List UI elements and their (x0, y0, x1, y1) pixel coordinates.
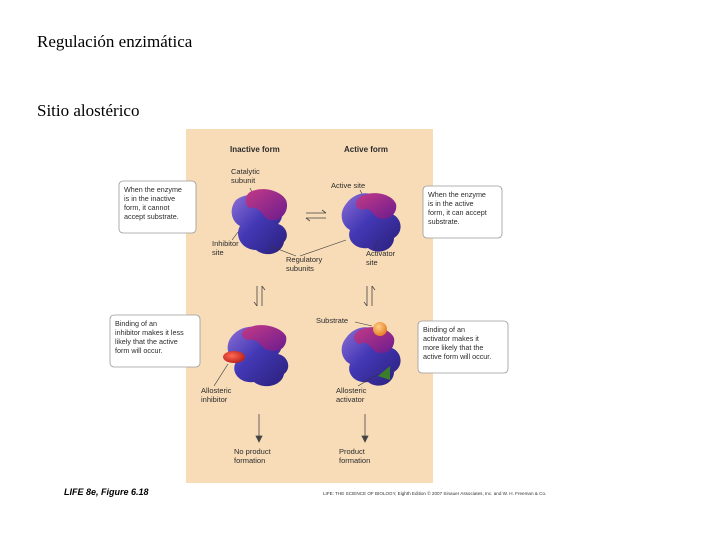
callout-active: When the enzyme is in the active form, i… (422, 185, 503, 239)
label-inhibitor-site: Inhibitor site (212, 239, 241, 257)
label-product: Product formation (339, 447, 370, 465)
callout-inhibitor: Binding of an inhibitor makes it less li… (109, 314, 201, 368)
substrate-molecule (373, 322, 387, 336)
svg-text:When the enzyme is in th: When the enzyme is in the active form, i… (428, 190, 489, 226)
figure-caption: LIFE 8e, Figure 6.18 (64, 487, 149, 497)
label-allosteric-inhibitor: Allosteric inhibitor (201, 386, 234, 404)
equilibrium-arrows-icon (253, 285, 376, 307)
svg-text:Binding of an activator: Binding of an activator makes it more li… (423, 325, 491, 361)
label-no-product: No product formation (234, 447, 273, 465)
allosteric-inhibitor-molecule (223, 351, 245, 363)
enzyme-inactive-top (231, 189, 288, 255)
label-activator-site: Activator site (366, 249, 397, 267)
enzyme-inhibited (227, 325, 289, 387)
equilibrium-arrows-icon (305, 209, 327, 222)
label-catalytic-subunit: Catalytic subunit (231, 167, 262, 185)
figure-credit: LIFE: THE SCIENCE OF BIOLOGY, Eighth Edi… (323, 490, 546, 496)
down-arrow-icon (255, 414, 369, 443)
heading-active: Active form (344, 145, 388, 154)
slide-title: Regulación enzimática (37, 32, 193, 51)
label-regulatory-subunits: Regulatory subunits (286, 255, 324, 273)
label-substrate: Substrate (316, 316, 348, 325)
callout-inactive: When the enzyme is in the inactive form,… (118, 180, 197, 234)
svg-text:Binding of an inhibitor: Binding of an inhibitor makes it less li… (115, 319, 186, 355)
slide-subtitle: Sitio alostérico (37, 101, 140, 120)
svg-text:When the enzyme is in th: When the enzyme is in the inactive form,… (124, 185, 184, 221)
allosteric-activator-molecule (378, 366, 390, 380)
figure-panel (186, 129, 433, 483)
label-allosteric-activator: Allosteric activator (336, 386, 369, 404)
heading-inactive: Inactive form (230, 145, 280, 154)
label-active-site: Active site (331, 181, 365, 190)
callout-activator: Binding of an activator makes it more li… (417, 320, 509, 374)
enzyme-active-top (341, 193, 401, 252)
